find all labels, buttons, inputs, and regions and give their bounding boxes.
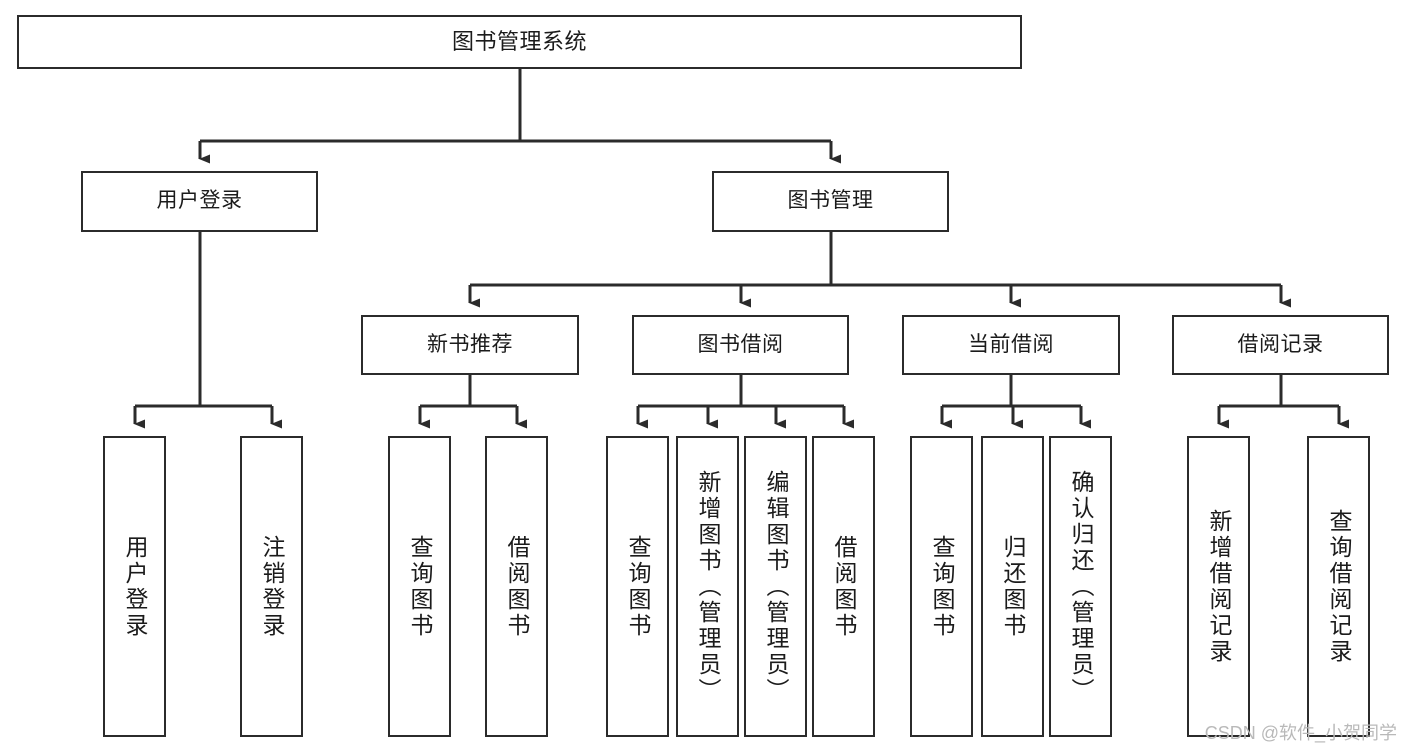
node-label: 新增借阅记录 — [1206, 508, 1232, 665]
node-label: 查询图书 — [407, 534, 433, 639]
node-bookmgmt[interactable]: 图书管理 — [712, 171, 949, 232]
node-label: 新书推荐 — [427, 332, 513, 356]
node-label: 图书管理 — [787, 189, 874, 213]
node-label: 借阅记录 — [1237, 332, 1324, 356]
node-label: 图书管理系统 — [451, 29, 587, 55]
node-l-b2[interactable]: 借阅图书 — [812, 436, 875, 737]
node-label: 查询图书 — [625, 534, 651, 639]
node-l-login[interactable]: 用户登录 — [103, 436, 166, 737]
node-current[interactable]: 当前借阅 — [902, 315, 1120, 375]
node-label: 查询借阅记录 — [1326, 508, 1352, 665]
node-records[interactable]: 借阅记录 — [1172, 315, 1389, 375]
node-label: 编辑图书（管理员） — [763, 469, 789, 704]
node-label: 图书借阅 — [697, 332, 784, 356]
node-label: 新增图书（管理员） — [695, 469, 721, 704]
node-label: 注销登录 — [259, 534, 285, 639]
node-label: 借阅图书 — [504, 534, 530, 639]
node-label: 当前借阅 — [968, 332, 1054, 356]
node-l-q2[interactable]: 查询图书 — [606, 436, 669, 737]
node-borrow[interactable]: 图书借阅 — [632, 315, 849, 375]
node-label: 查询图书 — [929, 534, 955, 639]
node-l-ret[interactable]: 归还图书 — [981, 436, 1044, 737]
node-root[interactable]: 图书管理系统 — [17, 15, 1022, 69]
node-l-add[interactable]: 新增图书（管理员） — [676, 436, 739, 737]
node-l-b1[interactable]: 借阅图书 — [485, 436, 548, 737]
node-l-newrec[interactable]: 新增借阅记录 — [1187, 436, 1250, 737]
node-l-conf[interactable]: 确认归还（管理员） — [1049, 436, 1112, 737]
node-label: 归还图书 — [1000, 534, 1026, 639]
node-label: 用户登录 — [156, 189, 243, 213]
node-l-q3[interactable]: 查询图书 — [910, 436, 973, 737]
node-l-edit[interactable]: 编辑图书（管理员） — [744, 436, 807, 737]
node-label: 用户登录 — [122, 534, 148, 639]
watermark: CSDN @软件_小贺同学 — [1204, 723, 1397, 743]
node-label: 确认归还（管理员） — [1068, 469, 1094, 704]
node-l-q1[interactable]: 查询图书 — [388, 436, 451, 737]
node-l-qrec[interactable]: 查询借阅记录 — [1307, 436, 1370, 737]
node-login[interactable]: 用户登录 — [81, 171, 318, 232]
node-label: 借阅图书 — [831, 534, 857, 639]
node-newbook[interactable]: 新书推荐 — [361, 315, 579, 375]
node-l-logout[interactable]: 注销登录 — [240, 436, 303, 737]
